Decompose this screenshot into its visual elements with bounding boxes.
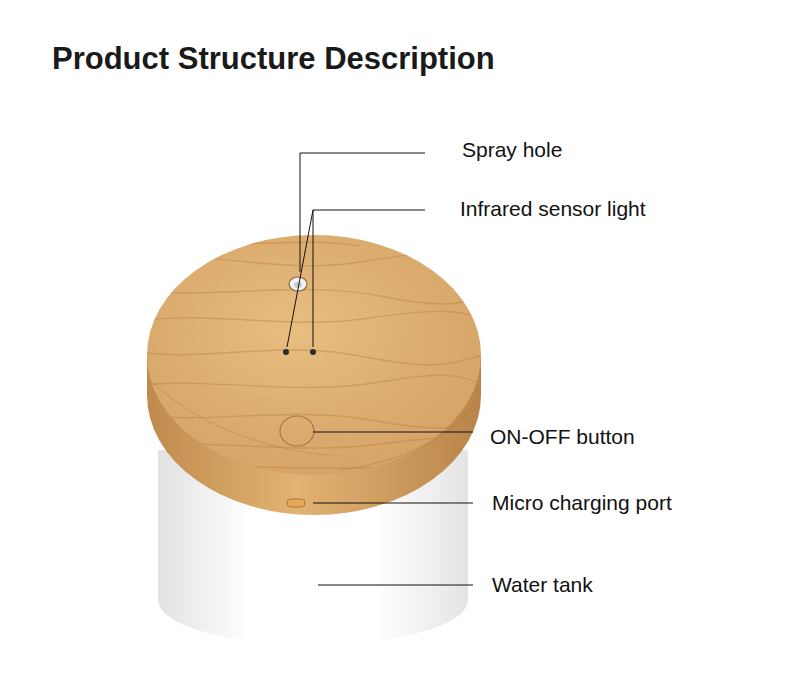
side-grain bbox=[150, 380, 478, 470]
part-label: Spray hole bbox=[462, 137, 562, 162]
leader-line bbox=[313, 210, 314, 347]
leader-line bbox=[300, 153, 425, 154]
sensor-light bbox=[283, 349, 289, 355]
leader-line bbox=[300, 153, 301, 272]
leader-lines bbox=[287, 153, 473, 585]
leader-line bbox=[318, 585, 473, 586]
sensor-light bbox=[310, 349, 316, 355]
leader-line bbox=[313, 503, 473, 504]
leader-line bbox=[313, 210, 425, 211]
leader-line bbox=[313, 432, 473, 433]
leader-line bbox=[287, 210, 313, 347]
diagram-title: Product Structure Description bbox=[52, 40, 495, 77]
part-label: ON-OFF button bbox=[490, 424, 635, 449]
part-label: Micro charging port bbox=[492, 490, 672, 515]
wood-grain bbox=[140, 240, 500, 470]
on-off-button bbox=[280, 416, 314, 446]
part-label: Infrared sensor light bbox=[460, 196, 646, 221]
charging-port bbox=[287, 499, 305, 507]
part-label: Water tank bbox=[492, 572, 593, 597]
